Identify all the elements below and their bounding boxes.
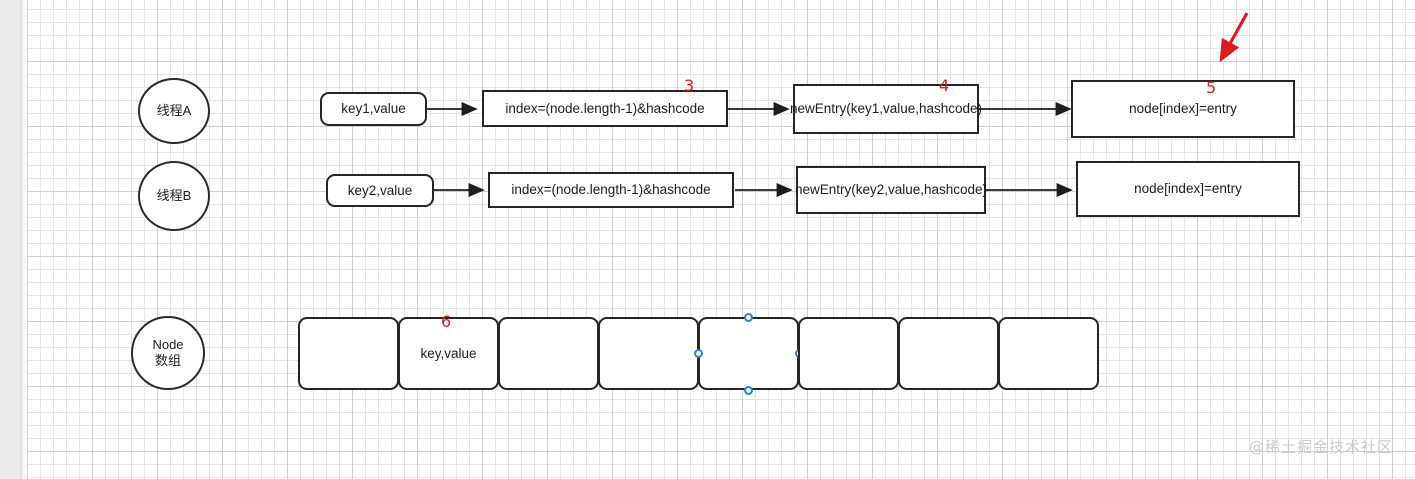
node-array-cell[interactable]: key,value bbox=[398, 317, 499, 390]
node-array-cell[interactable] bbox=[898, 317, 999, 390]
grid-canvas[interactable] bbox=[27, 0, 1415, 479]
selection-handle-left[interactable] bbox=[693, 349, 703, 358]
watermark: @稀土掘金技术社区 bbox=[1248, 438, 1393, 456]
row2-new-entry-box[interactable]: newEntry(key2,value,hashcode) bbox=[795, 166, 987, 214]
editor-left-gutter bbox=[0, 0, 27, 479]
node-array-cell[interactable] bbox=[698, 317, 799, 390]
node-array-cell[interactable] bbox=[598, 317, 699, 390]
selection-handle-bottom[interactable] bbox=[744, 385, 753, 395]
row1-input-box[interactable]: key1,value bbox=[320, 92, 427, 126]
node-array-cell[interactable] bbox=[998, 317, 1099, 390]
row2-index-calc-box[interactable]: index=(node.length-1)&hashcode bbox=[488, 172, 734, 208]
node-array-cell[interactable] bbox=[498, 317, 599, 390]
selection-handle-top[interactable] bbox=[744, 312, 753, 322]
actor-thread-b[interactable]: 线程B bbox=[138, 161, 210, 231]
row1-index-calc-box[interactable]: index=(node.length-1)&hashcode bbox=[482, 90, 728, 127]
actor-thread-a[interactable]: 线程A bbox=[138, 78, 210, 144]
row2-input-box[interactable]: key2,value bbox=[326, 174, 434, 207]
node-array-cell[interactable] bbox=[298, 317, 399, 390]
row1-node-assign-box[interactable]: node[index]=entry bbox=[1071, 80, 1295, 138]
node-array-label-circle[interactable]: Node 数组 bbox=[131, 316, 205, 390]
row1-new-entry-box[interactable]: newEntry(key1,value,hashcode) bbox=[790, 84, 982, 134]
row2-node-assign-box[interactable]: node[index]=entry bbox=[1076, 161, 1300, 217]
node-array-cell[interactable] bbox=[798, 317, 899, 390]
